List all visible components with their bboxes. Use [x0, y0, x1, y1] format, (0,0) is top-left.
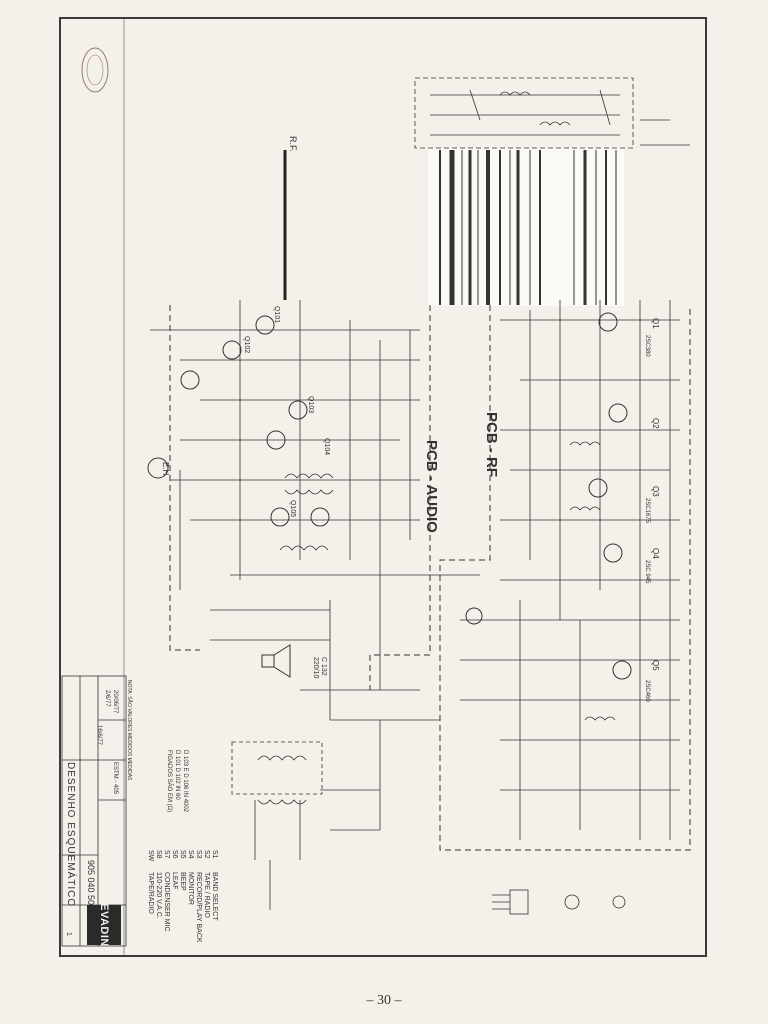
approval-stamp: [81, 47, 109, 93]
note-1: D 103 E D 106 IN 4002: [182, 750, 188, 813]
legend-code-s7: S7: [163, 850, 170, 859]
note-3: FIGADOS SÃO EM (Ω): [166, 750, 172, 813]
legend-desc-s6: LEAF: [171, 872, 178, 890]
legend-code-s5: S5: [179, 850, 186, 859]
legend-code-s2: S2: [203, 850, 210, 859]
date-3: 16/6/77: [96, 725, 102, 746]
legend-desc-s8: 110-220 V.A.C.: [155, 872, 162, 919]
q104-label: Q104: [323, 438, 330, 456]
audio-transistors: [147, 315, 330, 527]
part-code-3: 2SC 945: [644, 560, 650, 584]
legend-code-s4: S4: [187, 850, 194, 859]
drawing-title: DESENHO ESQUEMÁTICO: [65, 762, 76, 908]
legend-desc-sw: TAPE/RADIO: [147, 872, 154, 914]
pcb-rf-label: PCB - RF: [483, 412, 500, 477]
transformers: [257, 441, 616, 805]
band-switch-block: [414, 77, 690, 149]
earphone-label: E.H.: [161, 462, 170, 478]
legend-desc-s4: MONITOR: [187, 872, 194, 905]
sheet-number: 1: [65, 932, 72, 936]
part-code-4: 2SC460: [644, 680, 650, 702]
q102-label: Q102: [243, 336, 250, 354]
pinout-symbols: [492, 889, 626, 915]
speaker-cap-label: C 132: [320, 657, 327, 676]
legend-desc-s5: BEEP: [179, 872, 186, 891]
drawing-frame: [59, 17, 707, 957]
q4-label: Q4: [651, 548, 660, 559]
note-2: D 101 D 102 IN 60: [174, 750, 180, 800]
legend-desc-s1: BAND SELECT: [211, 872, 218, 921]
power-supply-wiring: [231, 720, 381, 910]
rf-wiring: [460, 300, 680, 840]
legend-code-s6: S6: [171, 850, 178, 859]
pcb-rf-outline: [439, 305, 691, 851]
legend-desc-s3: RECORD/PLAY BACK: [195, 872, 202, 943]
brand-name: EVADIN: [98, 903, 110, 947]
rf-transistors: [465, 312, 632, 680]
part-code-2: 2SC1675: [644, 498, 650, 524]
q101-label: Q101: [273, 306, 280, 324]
q1-label: Q1: [651, 318, 660, 329]
date-2: 20/06/77: [112, 690, 118, 714]
legend-desc-s7: CONDENSER MIC: [163, 872, 170, 932]
q3-label: Q3: [651, 486, 660, 497]
date-1: 2/6/77: [104, 690, 110, 707]
note-header: NOTA: SÃO VALORES MEDIDOS MEDIDAS: [126, 680, 132, 781]
speaker-cap-value: 220/10: [312, 657, 319, 679]
rf-out-label: R.F.: [288, 136, 298, 153]
audio-wiring: [150, 300, 480, 721]
legend-code-s3: S3: [195, 850, 202, 859]
legend-code-s1: S1: [211, 850, 218, 859]
drawing-number: 905 040 50: [86, 860, 96, 906]
page-number: – 30 –: [366, 993, 402, 1008]
pcb-audio-outline: [169, 305, 431, 690]
q105-label: Q105: [289, 500, 296, 518]
q103-label: Q103: [307, 396, 314, 414]
model-number: ESTM - 405: [112, 762, 118, 795]
pcb-audio-label: PCB - AUDIO: [423, 440, 440, 533]
brand-logo: EVADIN: [87, 903, 121, 947]
speaker-symbol: [261, 644, 291, 678]
transfer-stripes: [428, 148, 624, 306]
legend-desc-s2: TAPE / RADIO: [203, 872, 210, 918]
q2-label: Q2: [651, 418, 660, 429]
title-block: [61, 675, 127, 947]
legend-code-s8: S8: [155, 850, 162, 859]
part-code-1: 2SC380: [644, 335, 650, 357]
q5-label: Q5: [651, 660, 660, 671]
legend-code-sw: SW: [147, 850, 154, 862]
